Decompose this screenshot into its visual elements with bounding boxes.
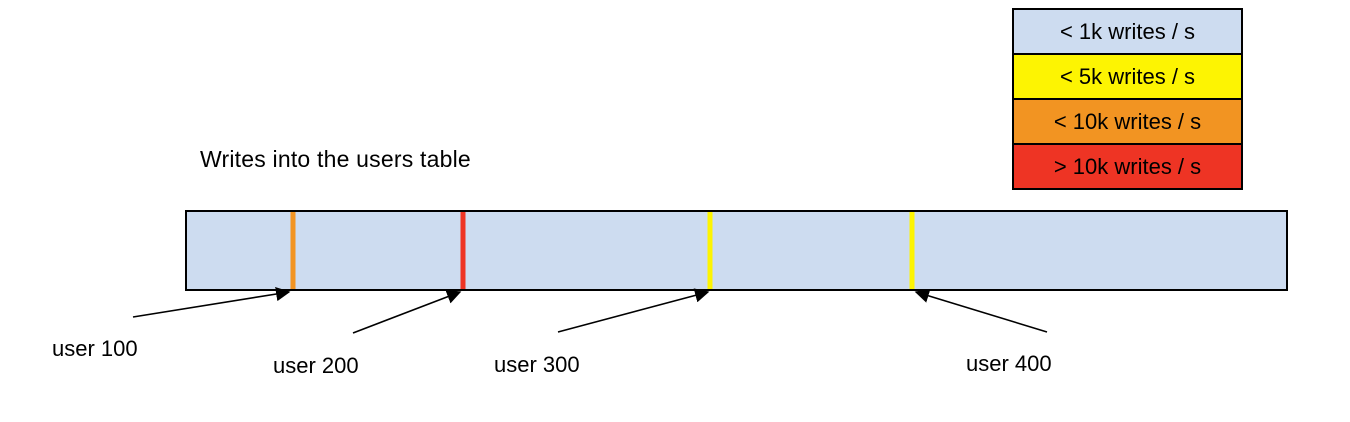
arrow-user-400: [914, 288, 1048, 333]
write-marker-user-100: [290, 212, 295, 289]
legend-item-lt-1k: < 1k writes / s: [1012, 8, 1243, 55]
diagram-title: Writes into the users table: [200, 146, 471, 172]
legend-item-lt-5k: < 5k writes / s: [1012, 53, 1243, 100]
arrow-user-200: [352, 289, 462, 334]
write-rate-legend: < 1k writes / s < 5k writes / s < 10k wr…: [1012, 8, 1243, 190]
arrow-user-100: [132, 286, 291, 318]
write-marker-user-300: [707, 212, 713, 289]
legend-item-label: < 5k writes / s: [1059, 63, 1196, 89]
write-marker-user-200: [460, 212, 466, 289]
user-label-400: user 400: [966, 351, 1052, 376]
legend-item-gt-10k: > 10k writes / s: [1012, 143, 1243, 190]
arrow-user-300: [557, 288, 710, 333]
legend-item-label: < 1k writes / s: [1059, 18, 1196, 44]
users-table-bar: [185, 210, 1288, 291]
user-label-200: user 200: [273, 353, 359, 378]
legend-item-lt-10k: < 10k writes / s: [1012, 98, 1243, 145]
legend-item-label: < 10k writes / s: [1053, 108, 1202, 134]
write-marker-user-400: [909, 212, 915, 289]
user-label-100: user 100: [52, 336, 138, 361]
user-label-300: user 300: [494, 352, 580, 377]
legend-item-label: > 10k writes / s: [1053, 153, 1202, 179]
